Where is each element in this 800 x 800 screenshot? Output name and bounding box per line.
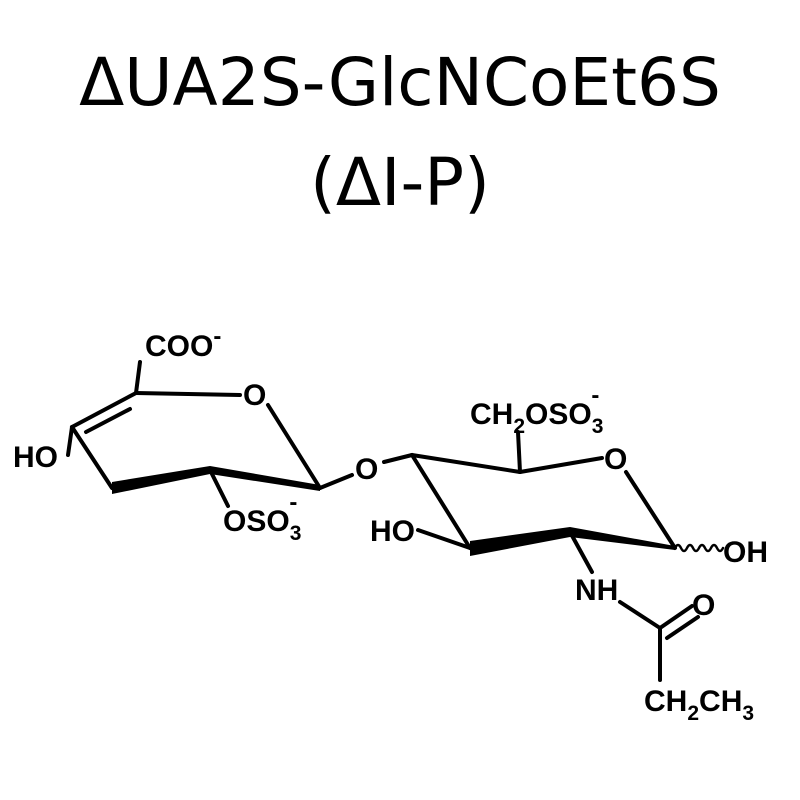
ring-bond-c4-c5 (410, 453, 522, 474)
glucosamine-ring-oxygen: O (604, 443, 627, 476)
uronic-ring-oxygen: O (243, 379, 266, 412)
glucosamine-bonds (382, 430, 725, 682)
amine-label: NH (575, 574, 618, 607)
anomeric-hydroxyl: OH (723, 536, 768, 569)
compound-abbreviation: (ΔI-P) (310, 144, 490, 221)
carboxylate-label: COO- (145, 323, 221, 363)
glycosidic-bond-a (318, 473, 354, 490)
sidechain-bond (516, 430, 522, 474)
sulfate-bond (208, 468, 230, 508)
amine-bond (568, 530, 594, 574)
ring-bond-c5-o (518, 456, 604, 474)
ethyl-label: CH2CH3 (644, 685, 754, 725)
ring-bond-o-c1 (266, 403, 322, 490)
wedge-bond-c2-c1 (210, 466, 320, 491)
glycosidic-bond-b (382, 453, 414, 464)
ring-double-bond-outer (70, 391, 138, 429)
ring-bond-c4-c3 (410, 453, 472, 550)
carbonyl-oxygen: O (692, 589, 715, 622)
wedge-bond-c3-c2 (112, 466, 210, 494)
compound-name: ΔUA2S-GlcNCoEt6S (79, 44, 721, 121)
ring-bond-o-c1 (624, 470, 677, 550)
uronic-hydroxyl: HO (13, 441, 58, 474)
uronic-sulfate-label: OSO3- (223, 489, 301, 545)
ring-bond-c4-c3 (70, 425, 114, 490)
wedge-bond-c3-c2 (470, 527, 570, 556)
ring-double-bond-inner (84, 407, 132, 434)
amide-bond (618, 600, 662, 630)
glycosidic-oxygen: O (355, 453, 378, 486)
hydroxyl-bond (416, 528, 472, 550)
glucosamine-hydroxyl: HO (370, 515, 415, 548)
uronic-acid-bonds (66, 360, 354, 508)
carbonyl-bond-inner (665, 615, 700, 640)
glucosamine-sulfate-label: CH2OSO3- (470, 382, 603, 438)
ring-bond-c5-o (134, 391, 242, 397)
wedge-bond-c2-c1 (570, 527, 675, 550)
hydroxyl-bond (66, 425, 74, 457)
carboxylate-bond (134, 360, 142, 395)
anomeric-wavy-bond (673, 543, 725, 553)
carbonyl-bond-outer (658, 604, 694, 630)
